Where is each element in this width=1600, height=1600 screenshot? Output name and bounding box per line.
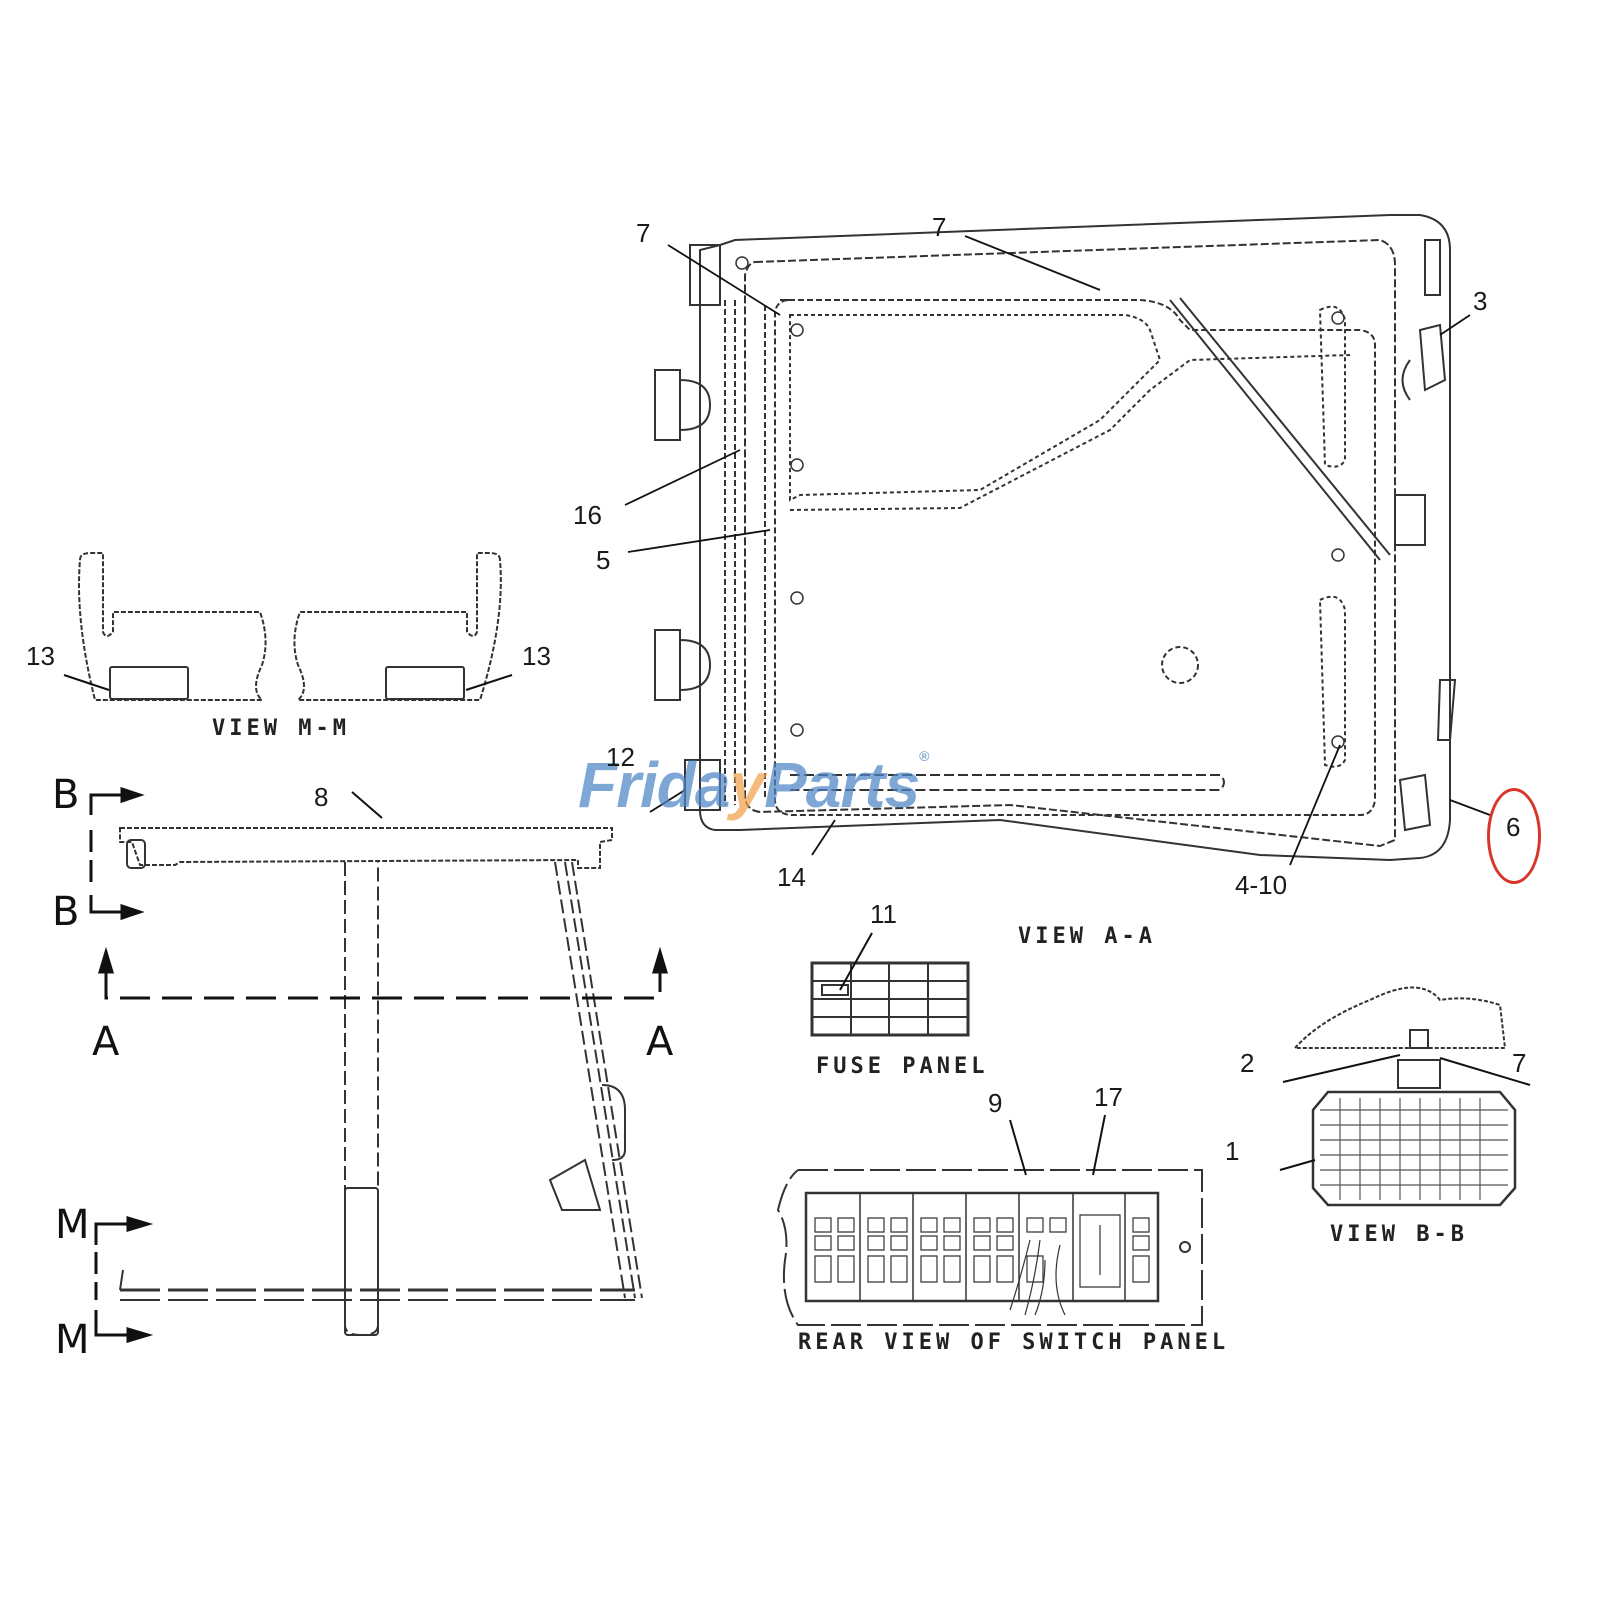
callout-8[interactable]: 8: [314, 782, 329, 812]
caption-fuse-panel: FUSE PANEL: [816, 1054, 989, 1079]
view-bb-drawing: [1279, 986, 1531, 1207]
callout-7-top[interactable]: 7: [932, 212, 947, 242]
callout-4-10[interactable]: 4-10: [1235, 870, 1288, 900]
caption-switch-panel: REAR VIEW OF SWITCH PANEL: [798, 1330, 1230, 1355]
caption-view-mm: VIEW M-M: [212, 716, 350, 741]
switch-cells: [814, 1214, 1150, 1316]
callout-13-right[interactable]: 13: [522, 641, 551, 671]
highlight-ring-callout-6: [1487, 788, 1541, 884]
section-marker-m-top: M: [55, 1202, 90, 1248]
caption-view-bb: VIEW B-B: [1330, 1222, 1468, 1247]
side-view-drawing: [119, 791, 643, 1336]
section-line-m: [94, 1215, 154, 1344]
fridayparts-watermark: FridayParts®: [578, 748, 930, 821]
callout-14[interactable]: 14: [777, 862, 806, 892]
lamp-lens-grid: [1320, 1098, 1508, 1200]
switch-panel-drawing: [776, 1114, 1203, 1326]
callout-6[interactable]: 6: [1506, 812, 1521, 842]
callout-13-left[interactable]: 13: [26, 641, 55, 671]
view-aa-leaders: [624, 235, 1491, 866]
view-aa-cab-outline: [654, 214, 1457, 862]
callout-2[interactable]: 2: [1240, 1048, 1255, 1078]
callout-16[interactable]: 16: [573, 500, 602, 530]
caption-view-aa: VIEW A-A: [1018, 924, 1156, 949]
callout-1[interactable]: 1: [1225, 1136, 1240, 1166]
callout-11[interactable]: 11: [870, 899, 897, 929]
callout-5[interactable]: 5: [596, 545, 611, 575]
section-line-a: [97, 946, 669, 1000]
fuse-panel-drawing: [810, 932, 970, 1037]
section-marker-m-bottom: M: [55, 1317, 90, 1363]
view-mm-drawing: [63, 552, 513, 701]
callout-3[interactable]: 3: [1473, 286, 1488, 316]
callout-9[interactable]: 9: [988, 1088, 1003, 1118]
section-marker-a-right: A: [646, 1019, 674, 1065]
callout-7-view-bb[interactable]: 7: [1512, 1048, 1527, 1078]
callout-17[interactable]: 17: [1094, 1082, 1123, 1112]
section-line-b: [89, 786, 145, 921]
section-marker-b-bottom: B: [52, 889, 80, 935]
section-marker-b-top: B: [52, 772, 80, 818]
section-marker-a-left: A: [92, 1019, 120, 1065]
callout-7-left[interactable]: 7: [636, 218, 651, 248]
callout-12[interactable]: 12: [606, 742, 635, 772]
